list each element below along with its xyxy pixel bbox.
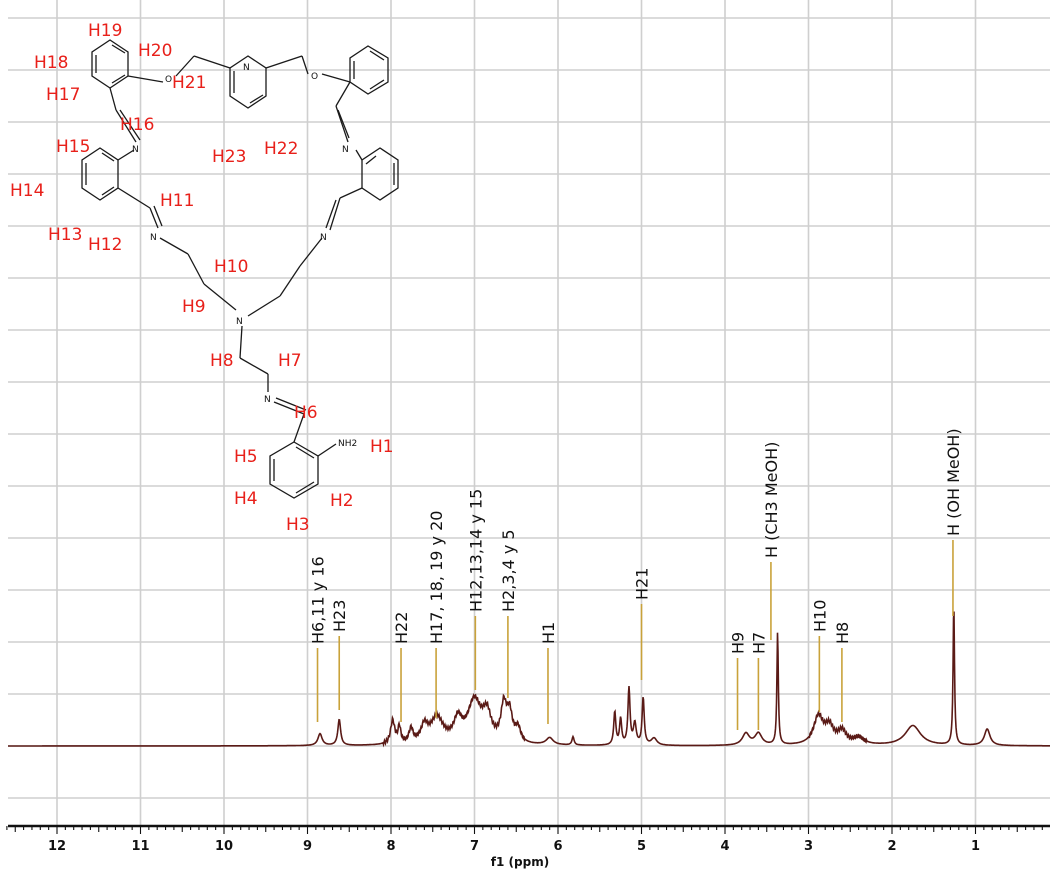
peak-label: H12,13,14 y 15 [466,489,485,612]
proton-label: H2 [330,491,354,511]
proton-label: H21 [172,73,206,93]
proton-label: H12 [88,235,122,255]
peak-label: H7 [749,632,768,654]
nitrogen-label: N [264,395,271,405]
proton-label: H5 [234,447,258,467]
proton-label: H19 [88,21,122,41]
proton-label: H17 [46,85,80,105]
molecule-structure [81,39,399,499]
peak-label: H21 [633,568,652,600]
x-tick-label: 6 [553,839,562,854]
peak-label: H6,11 y 16 [309,556,328,644]
nitrogen-label: N [132,145,139,155]
proton-label: H11 [160,191,194,211]
nitrogen-label: N [150,233,157,243]
benzene-ring-b [349,45,389,95]
x-tick-label: 1 [971,839,980,854]
peak-label: H17, 18, 19 y 20 [427,511,446,644]
oxygen-label: O [311,72,318,82]
nitrogen-label: N [236,317,243,327]
x-tick-label: 3 [804,839,813,854]
proton-label: H8 [210,351,234,371]
peak-label: H23 [330,600,349,632]
proton-label: H6 [294,403,318,423]
proton-label: H9 [182,297,206,317]
proton-label: H3 [286,515,310,535]
proton-label: H4 [234,489,258,509]
x-tick-label: 9 [303,839,312,854]
x-axis: 12 11 10 9 8 7 6 5 4 3 2 1 [6,824,1050,854]
peak-label: H (OH MeOH) [944,428,963,536]
oxygen-label: O [165,75,172,85]
proton-label: H20 [138,41,172,61]
x-tick-label: 4 [720,839,729,854]
peak-label: H1 [539,622,558,644]
proton-label: H13 [48,225,82,245]
benzene-ring-e [269,441,319,499]
heteroatom-labels: O O N N N N N N N NH2 [132,63,357,449]
proton-label: H10 [214,257,248,277]
x-tick-label: 5 [637,839,646,854]
peak-label: H (CH3 MeOH) [762,442,781,558]
proton-label: H15 [56,137,90,157]
proton-label: H7 [278,351,302,371]
proton-label: H14 [10,181,44,201]
proton-label: H23 [212,147,246,167]
x-axis-title: f1 (ppm) [491,855,549,869]
proton-label: H18 [34,53,68,73]
proton-labels: H19 H18 H20 H17 H21 H16 H15 H23 H22 H14 … [10,21,394,535]
proton-label: H1 [370,437,394,457]
amine-label: NH2 [338,439,357,449]
peak-label: H8 [833,622,852,644]
x-tick-label: 12 [48,839,66,854]
nitrogen-label: N [243,63,250,73]
spectrum-line [8,611,1050,748]
peak-label: H22 [392,612,411,644]
x-tick-label: 7 [470,839,479,854]
grid [8,0,1050,826]
peak-label: H2,3,4 y 5 [499,529,518,612]
peak-label: H10 [810,600,829,632]
x-tick-label: 10 [215,839,233,854]
benzene-ring-a [91,39,129,89]
x-tick-label: 11 [131,839,149,854]
x-tick-label: 2 [887,839,896,854]
proton-label: H16 [120,115,154,135]
nitrogen-label: N [342,145,349,155]
peak-label: H9 [729,632,748,654]
proton-label: H22 [264,139,298,159]
nitrogen-label: N [320,233,327,243]
x-tick-label: 8 [386,839,395,854]
